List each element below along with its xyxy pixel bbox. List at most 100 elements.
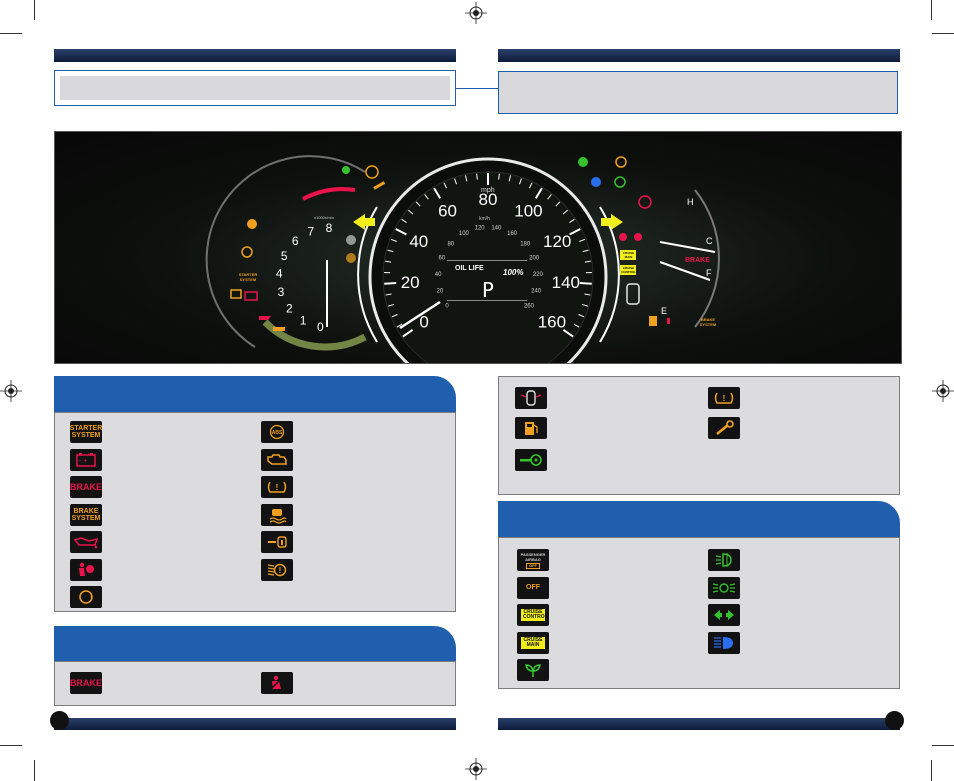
speedometer-minor-tick-label: 0	[445, 304, 449, 310]
registration-mark-icon	[465, 2, 487, 24]
speedometer-minor-tick-label: 100	[459, 231, 470, 237]
indicator-sublabel: OFF	[526, 562, 540, 569]
seatbelt-indicator-icon	[619, 233, 627, 241]
speedometer-tick	[424, 194, 429, 200]
registration-mark-icon	[932, 380, 954, 402]
speedometer-inner	[382, 171, 594, 363]
header-bar-right	[498, 49, 900, 62]
door-open-indicator-icon	[626, 283, 640, 305]
tachometer-tick-label: 3	[278, 285, 285, 299]
oil-pressure-icon-glyph	[73, 537, 99, 549]
temperature-needle	[659, 241, 716, 253]
abs-icon: ABS	[261, 421, 293, 443]
speedometer-tick	[579, 282, 592, 285]
tachometer-tick-label: 8	[326, 221, 333, 235]
tachometer-tick-label: 5	[281, 249, 288, 263]
maintenance-wrench-icon	[708, 417, 740, 439]
speedometer-tick-label: 80	[479, 190, 498, 209]
speedometer-tick	[569, 228, 581, 236]
cruise-control-icon: CRUISE CONTROL	[517, 604, 549, 626]
door-open-icon-glyph	[520, 390, 542, 406]
page-number-badge-right	[885, 711, 904, 730]
srs-indicator-icon	[634, 233, 642, 241]
eco-assist-icon-glyph	[525, 664, 541, 677]
section-header-right-2	[498, 501, 900, 537]
cruise-main-label: CRUISE MAIN	[622, 251, 635, 259]
cruise-control-indicator-icon	[620, 265, 636, 275]
indicator-panel-right-1	[498, 376, 900, 495]
speedometer-tick	[581, 303, 588, 307]
parking-lights-icon	[708, 576, 740, 599]
brake-system-indicator-icon	[667, 318, 670, 324]
speedometer-minor-tick-label: 160	[507, 231, 518, 237]
indicator-label: CRUISE MAIN	[523, 636, 543, 648]
indicator-label: STARTER SYSTEM	[70, 425, 102, 439]
lcd-divider	[447, 260, 527, 261]
fog-light-icon-glyph	[715, 553, 732, 567]
speedometer-minor-tick-label: 60	[439, 256, 446, 262]
cruise-main-indicator-icon	[620, 250, 636, 260]
oil-life-value: 100%	[503, 268, 524, 277]
temperature-high-label: H	[687, 197, 694, 207]
tachometer-tick-label: 1	[300, 314, 307, 328]
speedometer-tick	[528, 182, 533, 189]
oil-life-label: OIL LIFE	[455, 265, 484, 272]
speedometer-tick	[402, 328, 414, 338]
seatbelt-reminder-icon-glyph	[270, 675, 283, 690]
speedometer-tick	[454, 178, 457, 185]
turn-signal-icon	[708, 604, 740, 626]
speedometer-tick	[385, 260, 392, 263]
high-beam-icon	[708, 631, 740, 654]
lcd-divider	[447, 300, 527, 301]
speedometer-tick	[391, 314, 398, 318]
indicator-label: BRAKE	[70, 481, 102, 492]
power-steering-icon: !	[70, 586, 102, 608]
footer-bar-left	[54, 718, 456, 730]
crop-mark	[931, 760, 932, 781]
speedometer-tick	[408, 209, 414, 215]
title-box-right	[498, 71, 898, 114]
speedometer-tick	[555, 201, 561, 207]
speedometer-tick-label: 140	[552, 273, 580, 292]
oil-pressure-icon	[70, 531, 102, 553]
speedometer-tick	[584, 293, 591, 296]
crop-mark	[932, 33, 954, 34]
speedometer-tick	[396, 323, 403, 328]
section-header-left-1	[54, 376, 456, 412]
tachometer-bezel	[205, 155, 366, 348]
tpms-icon-glyph: !	[714, 392, 734, 404]
speedometer-tick	[569, 218, 575, 223]
power-steering-indicator-icon	[241, 246, 253, 258]
tachometer-tick-label: 0	[317, 320, 324, 334]
crop-mark	[931, 0, 932, 20]
svg-text:ABS: ABS	[272, 430, 283, 436]
temp-fuel-bezel	[694, 189, 720, 328]
speedometer-tick	[562, 328, 574, 338]
indicator-label: OFF	[526, 584, 540, 591]
speedometer-tick	[562, 209, 568, 215]
battery-icon: - +	[70, 448, 102, 471]
starter-system-label: STARTER SYSTEM	[238, 272, 258, 282]
brake-system-warning-label: BRAKE SYSTEM	[699, 317, 717, 327]
brake-text-icon: BRAKE	[70, 476, 102, 498]
brake-text-icon: BRAKE	[70, 672, 102, 694]
high-beam-indicator-icon	[591, 177, 601, 187]
tpms-indicator-icon	[365, 165, 379, 179]
indicator-panel-left-2	[54, 661, 456, 706]
parking-light-indicator-icon	[614, 176, 626, 188]
section-header-left-2	[54, 626, 456, 661]
speedometer-needle	[399, 300, 441, 330]
indicator-panel-left-1	[54, 412, 456, 612]
speedometer-tick-label: 0	[419, 313, 428, 332]
page-number-badge-left	[50, 711, 69, 730]
speedometer-unit-minor-label: km/h	[479, 216, 490, 222]
abs-indicator-icon	[638, 195, 652, 209]
tpms-icon-glyph: !	[267, 481, 287, 493]
speedometer-minor-tick-label: 220	[533, 272, 544, 278]
speedometer-tick	[498, 173, 500, 180]
speedometer-tick	[388, 303, 395, 307]
eco-indicator-icon	[342, 166, 350, 174]
speedometer-tick	[433, 187, 442, 199]
svg-text:!: !	[723, 394, 726, 403]
